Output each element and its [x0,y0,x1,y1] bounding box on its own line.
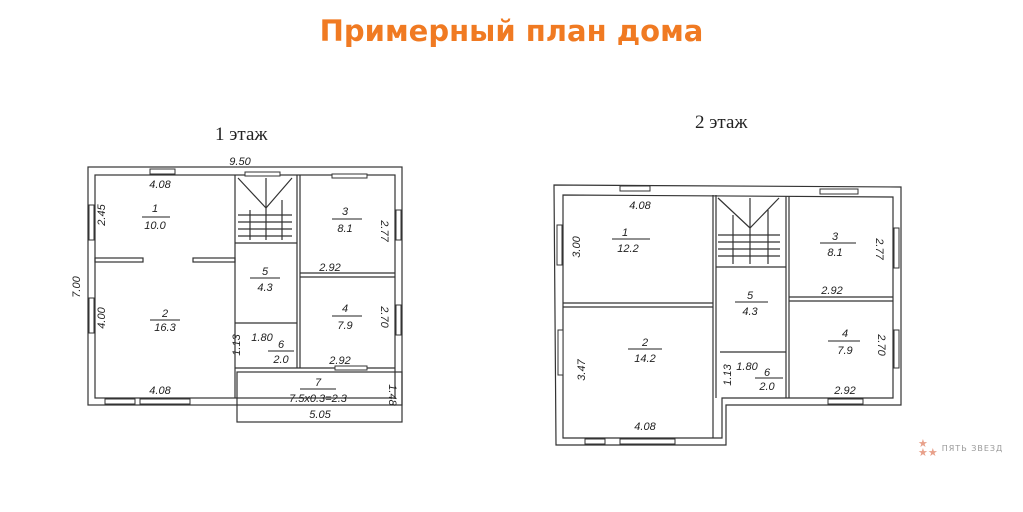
room-area: 8.1 [337,223,352,235]
dimension: 2.70 [378,305,390,328]
dimension: 4.08 [149,385,171,397]
room-area: 7.9 [837,345,852,357]
logo-text: ПЯТЬ ЗВЕЗД [941,443,1004,453]
room-number: 3 [832,231,839,243]
room-number: 4 [842,328,848,340]
room-area: 2.0 [758,381,775,393]
stars-icon: ★★★ [918,437,938,459]
room-area: 7.5x0.3=2.3 [289,393,348,405]
room-number: 6 [764,367,771,379]
dimension: 2.92 [318,262,340,274]
dimension: 1.80 [736,361,758,373]
room-number: 3 [342,206,349,218]
room-area: 8.1 [827,247,842,259]
outer-wall [87,166,403,406]
dimension: 9.50 [229,156,251,168]
room-number: 5 [262,266,269,278]
logo: ★★★ ПЯТЬ ЗВЕЗД [918,437,1004,459]
dimension: 4.08 [634,421,656,433]
dimension: 1.48 [386,384,398,406]
dimension: 3.47 [576,358,588,380]
porch [236,371,403,423]
floor-1-label: 1 этаж [215,124,268,145]
room-number: 4 [342,303,348,315]
dimension: 2.92 [833,385,855,397]
page-title: Примерный план дома [319,14,704,48]
room-number: 2 [641,337,648,349]
dimension: 2.92 [820,285,842,297]
room-area: 16.3 [154,322,176,334]
dimension: 4.08 [149,179,171,191]
dimension: 3.00 [571,235,583,257]
room-number: 1 [622,227,628,239]
dimension: 5.05 [309,409,331,421]
dimension: 2.92 [328,355,350,367]
room-number: 5 [747,290,754,302]
room-area: 4.3 [742,306,758,318]
stairs-icon [237,177,293,240]
stairs-icon [717,197,780,264]
room-number: 1 [152,203,158,215]
dimension: 4.00 [96,306,108,328]
room-area: 14.2 [634,353,655,365]
dimension: 2.77 [873,237,885,260]
dimension: 2.77 [378,219,390,242]
room-area: 7.9 [337,320,352,332]
dimension: 4.08 [629,200,651,212]
floor-2-label: 2 этаж [695,112,748,133]
dimension: 2.45 [96,203,108,226]
room-area: 2.0 [272,354,289,366]
room-number: 6 [278,339,285,351]
dimension: 1.80 [251,332,273,344]
room-number: 2 [161,308,168,320]
room-area: 4.3 [257,282,273,294]
room-number: 7 [315,377,322,389]
room-area: 12.2 [617,243,638,255]
dimension: 2.70 [875,333,887,356]
dimension: 1.13 [722,363,734,385]
floor-2-plan: 2 этаж 1 [553,112,902,446]
dimension: 1.13 [231,333,243,355]
room-area: 10.0 [144,220,166,232]
floor-1-plan: 1 этаж [71,124,403,423]
dimension: 7.00 [71,275,83,297]
